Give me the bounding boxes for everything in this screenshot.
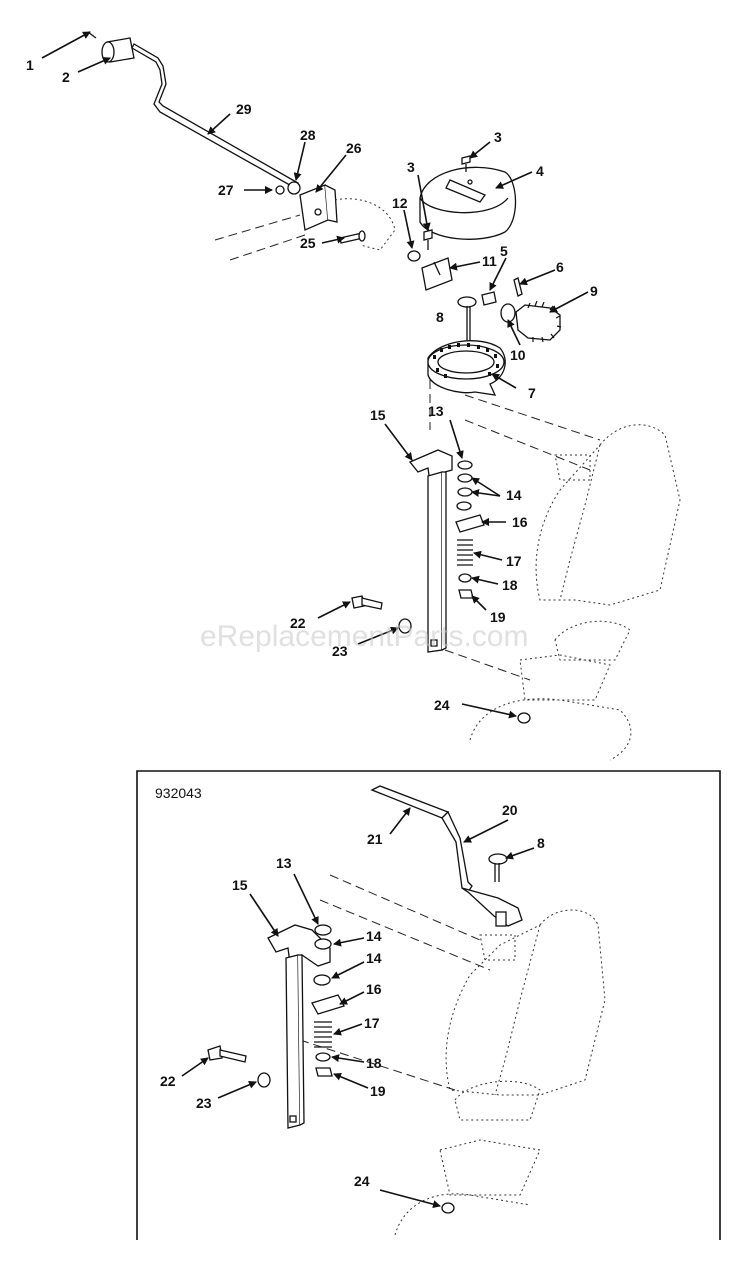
callout-15: 15: [370, 407, 386, 423]
callout-19: 19: [490, 609, 506, 625]
callout-29: 29: [236, 101, 252, 117]
callout-4: 4: [536, 163, 544, 179]
watermark: eReplacementParts.com: [200, 620, 528, 653]
callout-5: 5: [500, 243, 508, 259]
callout-3b: 3: [407, 159, 415, 175]
callout-inset-23: 23: [196, 1095, 212, 1111]
main-assembly: [87, 31, 681, 761]
callout-6: 6: [556, 259, 564, 275]
callout-9: 9: [590, 283, 598, 299]
callout-1: 1: [26, 57, 34, 73]
gear-cover: [407, 155, 517, 291]
callout-inset-16: 16: [366, 981, 382, 997]
callout-28: 28: [300, 127, 316, 143]
callout-8: 8: [436, 309, 444, 325]
callout-23: 23: [332, 643, 348, 659]
callout-3a: 3: [494, 129, 502, 145]
callout-18: 18: [502, 577, 518, 593]
callout-inset-8: 8: [537, 835, 545, 851]
callout-13: 13: [428, 403, 444, 419]
callout-11: 11: [482, 253, 497, 269]
callout-25: 25: [300, 235, 316, 251]
callout-inset-24: 24: [354, 1173, 370, 1189]
inset-code: 932043: [155, 785, 202, 801]
callout-24: 24: [434, 697, 450, 713]
chute-lever: [370, 785, 523, 927]
pinion-gear: [457, 277, 562, 343]
callout-22: 22: [290, 615, 306, 631]
callout-numbers-main: 1 2 29 28 26 27 25 3 4 3 12 11 5 6 9 8 1…: [26, 57, 598, 713]
callout-27: 27: [218, 182, 234, 198]
callout-inset-13: 13: [276, 855, 292, 871]
inset-frame: 932043: [136, 770, 721, 1240]
callout-12: 12: [392, 195, 408, 211]
inset-assembly: [207, 785, 606, 1236]
discharge-chute-inset: [299, 874, 606, 1236]
callout-leaders-main: [41, 31, 589, 719]
callout-2: 2: [62, 69, 70, 85]
callout-10: 10: [510, 347, 526, 363]
callout-14: 14: [506, 487, 522, 503]
callout-inset-17: 17: [364, 1015, 380, 1031]
callout-inset-14b: 14: [366, 950, 382, 966]
fasteners-inset: [207, 1045, 455, 1214]
discharge-chute-upper: [469, 424, 681, 761]
callout-inset-22: 22: [160, 1073, 176, 1089]
fasteners-lower: [351, 595, 531, 724]
mount-bracket: [214, 181, 396, 261]
callout-leaders-inset: [181, 807, 535, 1209]
callout-7: 7: [528, 385, 536, 401]
callout-numbers-inset: 20 21 8 13 15 14 14 16 17 18 19 22 23 24: [160, 802, 545, 1189]
callout-inset-14a: 14: [366, 928, 382, 944]
callout-inset-15: 15: [232, 877, 248, 893]
callout-inset-19: 19: [370, 1083, 386, 1099]
chute-post-inset: [267, 924, 345, 1129]
chute-post: [408, 419, 591, 681]
callout-17: 17: [506, 553, 522, 569]
callout-inset-18: 18: [366, 1055, 382, 1071]
crank-rod: [87, 31, 299, 189]
callout-26: 26: [346, 140, 362, 156]
callout-inset-21: 21: [367, 831, 383, 847]
rotation-gear-plate: [427, 340, 601, 441]
callout-inset-20: 20: [502, 802, 518, 818]
callout-16: 16: [512, 514, 528, 530]
